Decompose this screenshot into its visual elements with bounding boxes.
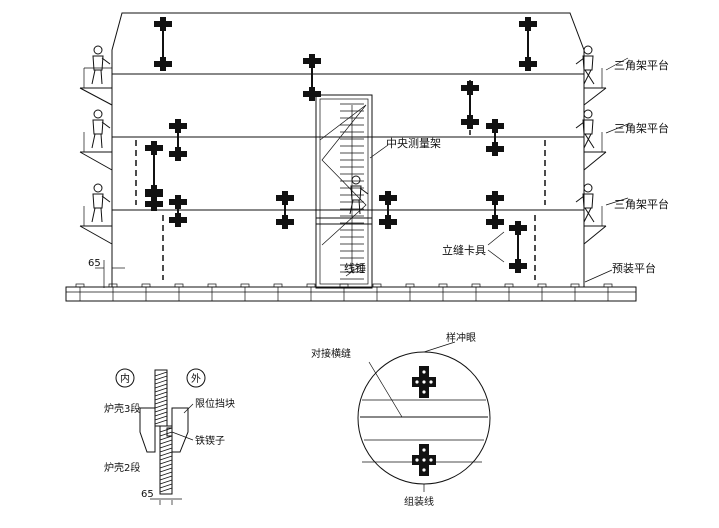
wedge-detail: 内 外 炉壳3段 炉壳2段 限位挡块 铁锲子 65 [104, 368, 235, 505]
clamp [486, 119, 504, 156]
clamp [145, 185, 163, 211]
worker [91, 109, 111, 149]
inner-circle [115, 368, 135, 388]
outer-circle [186, 368, 206, 388]
clamp [276, 191, 294, 229]
worker [91, 45, 111, 85]
clamp [519, 17, 537, 71]
clamp [509, 221, 527, 273]
clamp [169, 119, 187, 161]
label-shell-2: 炉壳2段 [104, 461, 140, 474]
clamp [461, 81, 479, 129]
label-dim-65-left: 65 [88, 258, 101, 269]
shell-body [111, 73, 585, 288]
preassembly-platform-slab [65, 286, 637, 302]
label-assembly-line: 组装线 [404, 495, 434, 508]
label-stop-block: 限位挡块 [195, 397, 235, 410]
seam-detail-circle: 对接横缝 样冲眼 组装线 [311, 331, 491, 508]
clamp [486, 191, 504, 229]
main-elevation: 三角架平台 三角架平台 三角架平台 中央测量架 立缝卡具 预装平台 线锤 65 [65, 12, 669, 302]
label-triangle-platform-3: 三角架平台 [614, 197, 669, 211]
label-preassembly-platform: 预装平台 [612, 261, 656, 275]
label-plumb-line: 线锤 [344, 261, 366, 275]
worker [575, 109, 595, 149]
label-punch-mark: 样冲眼 [446, 331, 476, 344]
punch-plate [412, 444, 436, 476]
label-outer: 外 [191, 373, 201, 385]
label-shell-3: 炉壳3段 [104, 402, 140, 415]
label-iron-wedge: 铁锲子 [195, 434, 225, 447]
label-central-rack: 中央测量架 [386, 137, 441, 150]
worker [575, 183, 595, 223]
label-butt-seam: 对接横缝 [311, 347, 351, 360]
label-triangle-platform-2: 三角架平台 [614, 121, 669, 135]
label-inner: 内 [120, 372, 130, 385]
central-measuring-rack [315, 94, 373, 289]
workers [91, 45, 595, 223]
worker [91, 183, 111, 223]
clamp [169, 195, 187, 227]
clamp [379, 191, 397, 229]
punch-plate [412, 366, 436, 398]
vertical-seam-clamps [145, 17, 537, 273]
clamp [154, 17, 172, 71]
worker [349, 175, 369, 215]
right-triangle-platforms [583, 68, 607, 245]
left-triangle-platforms [79, 67, 113, 245]
clamp [303, 54, 321, 101]
label-vertical-seam-clamp: 立缝卡具 [442, 243, 486, 257]
label-dim-65-bottom: 65 [141, 489, 154, 500]
shell-top-section [111, 12, 585, 75]
worker [575, 45, 595, 85]
label-triangle-platform-1: 三角架平台 [614, 58, 669, 72]
